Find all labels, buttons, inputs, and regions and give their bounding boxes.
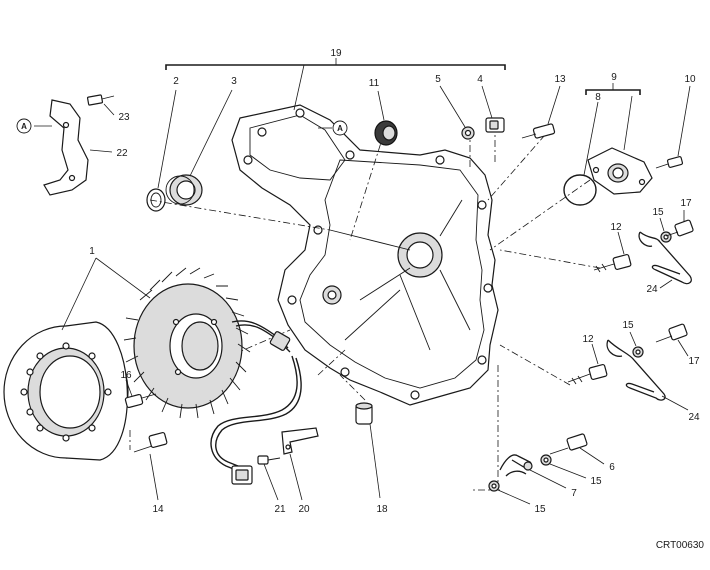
- callout-15-mid: 15: [622, 320, 634, 331]
- callout-12-upper: 12: [610, 222, 622, 233]
- callout-17-upper: 17: [680, 198, 692, 209]
- callout-23: 23: [118, 112, 130, 123]
- part-10-screw: [655, 85, 691, 169]
- part-15-washer-lower: [629, 331, 644, 358]
- part-12-bolt-upper: [593, 231, 632, 273]
- engine-side-cover: [231, 104, 499, 406]
- part-17-screw-lower: [655, 323, 689, 357]
- part-4-plug: [481, 85, 505, 133]
- part-8-o-ring: [563, 101, 599, 206]
- part-9-cover-plate: [587, 95, 653, 195]
- part-22-bracket: [34, 99, 113, 196]
- callout-22: 22: [116, 148, 128, 159]
- callout-17-lower: 17: [688, 356, 700, 367]
- callout-24-lower: 24: [688, 412, 700, 423]
- callout-15-right: 15: [590, 476, 602, 487]
- callout-21: 21: [274, 504, 286, 515]
- reference-marker-a-left: A: [16, 118, 32, 134]
- assembly-bracket-9: [585, 83, 641, 95]
- callout-24-upper: 24: [646, 284, 658, 295]
- callout-13: 13: [554, 74, 566, 85]
- callout-5: 5: [435, 74, 441, 85]
- callout-8: 8: [595, 92, 601, 103]
- reference-marker-a-right-label: A: [337, 124, 343, 133]
- part-14-bolt: [133, 431, 168, 501]
- part-16-screw: [124, 379, 157, 409]
- callout-15-upper: 15: [652, 207, 664, 218]
- callout-20: 20: [298, 504, 310, 515]
- part-3-bearing: [165, 89, 233, 206]
- part-13-screw: [521, 85, 561, 139]
- callout-9: 9: [611, 72, 617, 83]
- stator: [123, 267, 251, 419]
- callout-19: 19: [330, 48, 342, 59]
- part-18-dowel: [355, 402, 381, 499]
- callout-11: 11: [369, 78, 380, 89]
- part-6-screw: [549, 433, 605, 465]
- reference-marker-a-left-label: A: [21, 122, 27, 131]
- callout-15-bottom: 15: [534, 504, 546, 515]
- part-11-oil-seal: [374, 90, 398, 146]
- part-24-wire-clip-lower: [606, 339, 689, 411]
- part-24-wire-clip-upper: [638, 231, 692, 289]
- part-1-rotor: [3, 257, 151, 461]
- callout-12-lower: 12: [582, 334, 594, 345]
- reference-marker-a-right: A: [318, 120, 348, 136]
- part-15-washer-upper: [659, 217, 672, 243]
- part-15-washer-right: [540, 454, 587, 479]
- callout-4: 4: [477, 74, 483, 85]
- part-7-wire-clamp: [499, 454, 567, 489]
- part-21-screw: [257, 455, 281, 501]
- callout-1: 1: [89, 246, 95, 257]
- part-17-screw-upper: [665, 210, 694, 237]
- callout-18: 18: [376, 504, 388, 515]
- callout-6: 6: [609, 462, 615, 473]
- stator-wire-harness: [210, 320, 302, 485]
- callout-16: 16: [120, 370, 132, 381]
- part-5-washer: [439, 85, 475, 140]
- part-20-cable-clamp: [281, 427, 319, 501]
- callout-10: 10: [684, 74, 696, 85]
- callout-3: 3: [231, 76, 237, 87]
- part-15-washer-bottom: [488, 480, 531, 505]
- part-2-circlip: [146, 89, 177, 212]
- callout-7: 7: [571, 488, 577, 499]
- drawing-code: CRT00630: [656, 540, 705, 551]
- assembly-bracket-19: [165, 58, 506, 70]
- part-23-screw: [86, 94, 115, 116]
- callout-14: 14: [152, 504, 164, 515]
- part-12-bolt-lower: [567, 343, 608, 385]
- callout-2: 2: [173, 76, 179, 87]
